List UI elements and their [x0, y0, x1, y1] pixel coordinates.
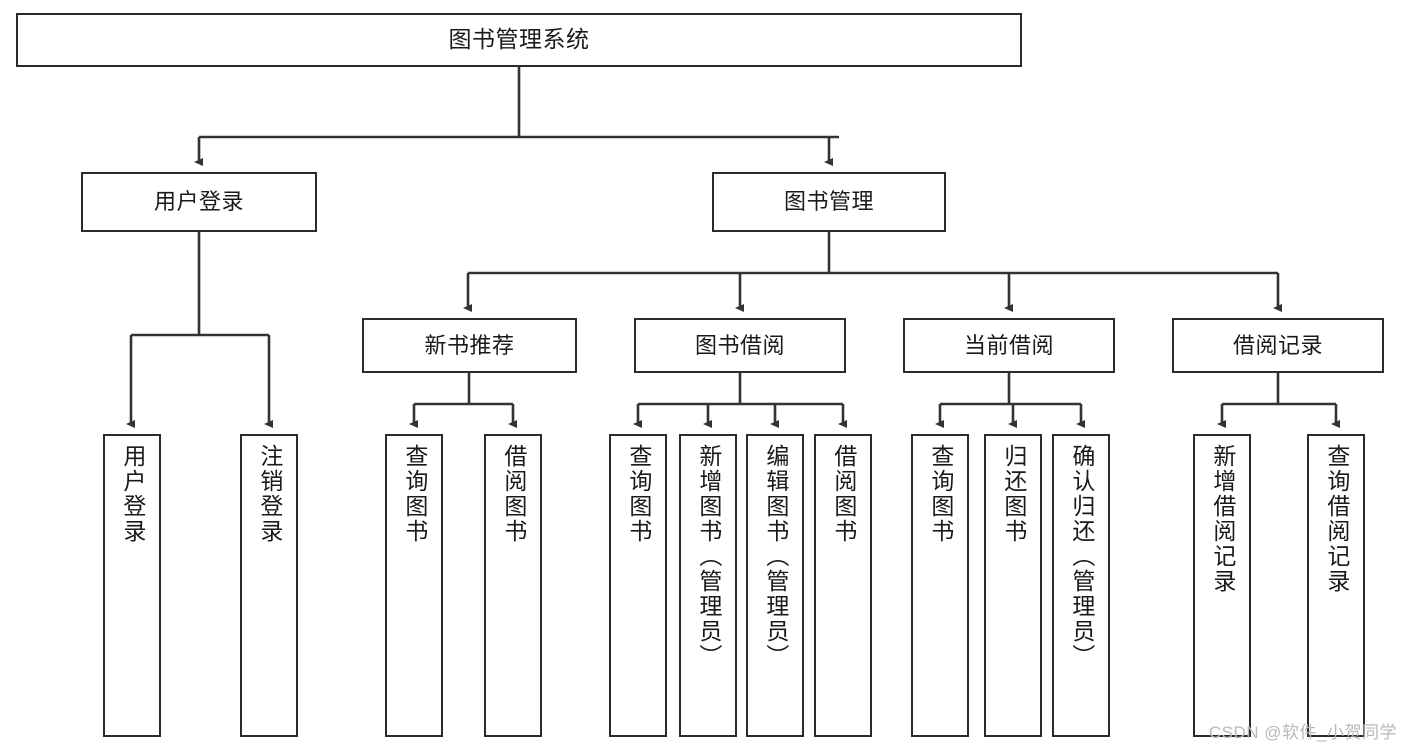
node-book-manage[interactable]: 图书管理 [712, 172, 946, 232]
leaf-node-edit-book-admin[interactable]: 编辑图书（管理员） [746, 434, 804, 737]
leaf-node-confirm-return-admin-label: 确认归还（管理员） [1068, 444, 1095, 669]
node-new-book-recommendation[interactable]: 新书推荐 [362, 318, 577, 373]
leaf-node-user-logout[interactable]: 注销登录 [240, 434, 298, 737]
leaf-node-add-book-admin-label: 新增图书（管理员） [695, 444, 722, 669]
leaf-node-user-login-label: 用户登录 [119, 444, 146, 544]
leaf-node-query-book-borrow-label: 查询图书 [625, 444, 652, 544]
leaf-node-borrow-book-recommend[interactable]: 借阅图书 [484, 434, 542, 737]
node-root[interactable]: 图书管理系统 [16, 13, 1022, 67]
node-borrow-record-label: 借阅记录 [1232, 332, 1323, 358]
node-new-book-recommendation-label: 新书推荐 [424, 332, 515, 358]
leaf-node-add-book-admin[interactable]: 新增图书（管理员） [679, 434, 737, 737]
leaf-node-query-borrow-record[interactable]: 查询借阅记录 [1307, 434, 1365, 737]
leaf-node-edit-book-admin-label: 编辑图书（管理员） [762, 444, 789, 669]
leaf-node-borrow-book-label: 借阅图书 [830, 444, 857, 544]
leaf-node-user-logout-label: 注销登录 [256, 444, 283, 544]
leaf-node-confirm-return-admin[interactable]: 确认归还（管理员） [1052, 434, 1110, 737]
leaf-node-query-book-recommend[interactable]: 查询图书 [385, 434, 443, 737]
node-borrow-record[interactable]: 借阅记录 [1172, 318, 1384, 373]
node-book-manage-label: 图书管理 [783, 189, 874, 215]
leaf-node-return-book-label: 归还图书 [1000, 444, 1027, 544]
leaf-node-add-borrow-record[interactable]: 新增借阅记录 [1193, 434, 1251, 737]
node-current-borrow[interactable]: 当前借阅 [903, 318, 1115, 373]
node-root-label: 图书管理系统 [448, 26, 590, 53]
leaf-node-add-borrow-record-label: 新增借阅记录 [1209, 444, 1236, 594]
leaf-node-query-book-current[interactable]: 查询图书 [911, 434, 969, 737]
leaf-node-query-book-borrow[interactable]: 查询图书 [609, 434, 667, 737]
node-user-login-label: 用户登录 [153, 189, 244, 215]
leaf-node-return-book[interactable]: 归还图书 [984, 434, 1042, 737]
leaf-node-query-book-recommend-label: 查询图书 [401, 444, 428, 544]
node-user-login[interactable]: 用户登录 [81, 172, 317, 232]
node-current-borrow-label: 当前借阅 [963, 332, 1054, 358]
leaf-node-user-login[interactable]: 用户登录 [103, 434, 161, 737]
node-book-borrow[interactable]: 图书借阅 [634, 318, 846, 373]
leaf-node-query-book-current-label: 查询图书 [927, 444, 954, 544]
leaf-node-borrow-book-recommend-label: 借阅图书 [500, 444, 527, 544]
leaf-node-borrow-book[interactable]: 借阅图书 [814, 434, 872, 737]
node-book-borrow-label: 图书借阅 [694, 332, 785, 358]
leaf-node-query-borrow-record-label: 查询借阅记录 [1323, 444, 1350, 594]
csdn-watermark: CSDN @软件_小贺同学 [1208, 723, 1397, 742]
